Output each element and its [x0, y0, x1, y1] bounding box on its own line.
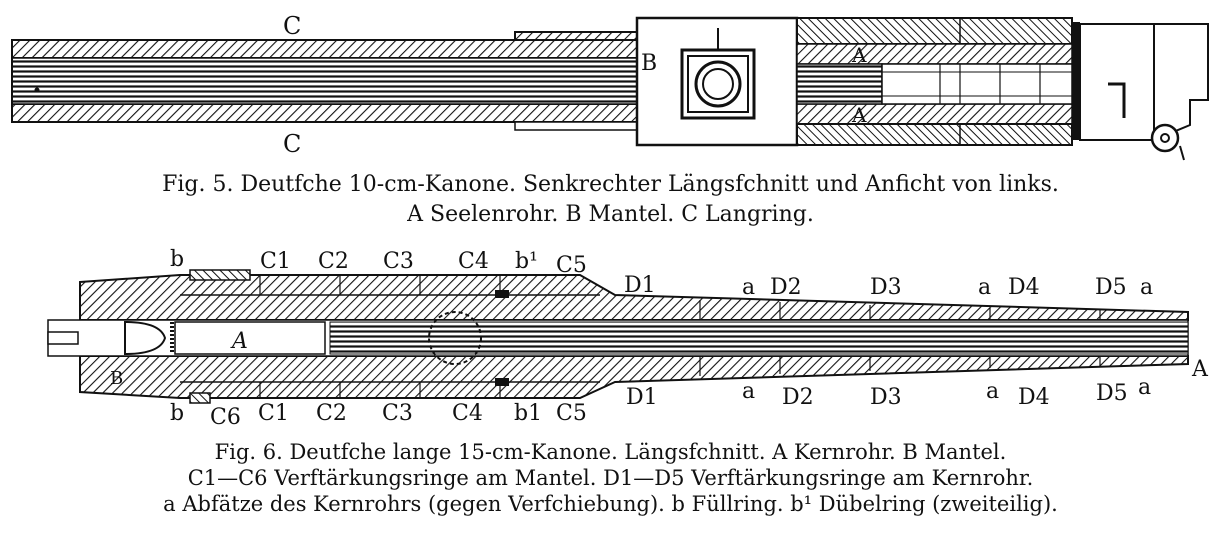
fig5-mantle: [514, 16, 799, 147]
fig6-caption-line2: C1—C6 Verftärkungsringe am Mantel. D1—D5…: [187, 466, 1034, 490]
fig6-label-a-inner: A: [230, 329, 248, 354]
fig5-label-b: B: [641, 51, 657, 76]
fig6-label-d2-top: D2: [770, 275, 802, 300]
fig6-labels: b C1 C2 C3 C4 b¹ C5 D1 a D2 D3 a D4 D5 a…: [110, 247, 1209, 430]
fig6-label-c5-bot: C5: [556, 401, 587, 426]
fig6-label-b1-top: b¹: [515, 249, 538, 274]
fig6-label-b-top: b: [170, 247, 184, 272]
fig5-label-a-bottom: A: [851, 103, 867, 127]
fig6-label-c2-bot: C2: [316, 401, 347, 426]
fig6-label-d4-top: D4: [1008, 275, 1040, 300]
fig6-label-a-muzzle: A: [1191, 357, 1209, 382]
fig6-label-c3-top: C3: [383, 249, 414, 274]
fig6-caption-line1: Fig. 6. Deutfche lange 15-cm-Kanone. Län…: [214, 440, 1007, 464]
fig6-label-c4-bot: C4: [452, 401, 483, 426]
fig6-label-c4-top: C4: [458, 249, 489, 274]
fig5-label-c-bottom: C: [283, 130, 301, 158]
fig5-label-c-top: C: [283, 12, 301, 40]
fig6-gun-diagram: b C1 C2 C3 C4 b¹ C5 D1 a D2 D3 a D4 D5 a…: [47, 247, 1209, 430]
fig5-caption-line2: A Seelenrohr. B Mantel. C Langring.: [407, 202, 814, 227]
fig6-label-a1-bot: a: [742, 379, 755, 404]
fig5-breech: [796, 17, 1209, 161]
fig6-label-d3-top: D3: [870, 275, 902, 300]
fig6-label-d1-top: D1: [624, 273, 656, 298]
fig6-label-a1-top: a: [742, 275, 755, 300]
fig6-label-d5-bot: D5: [1096, 381, 1128, 406]
fig6-label-c3-bot: C3: [382, 401, 413, 426]
fig6-label-a3-top: a: [1140, 275, 1153, 300]
fig5-label-a-top: A: [851, 43, 867, 67]
fig6-label-c5-top: C5: [556, 253, 587, 278]
fig5-caption-line1: Fig. 5. Deutfche 10-cm-Kanone. Senkrecht…: [162, 172, 1059, 197]
fig6-label-b1-bot: b1: [514, 401, 542, 426]
fig6-label-d2-bot: D2: [782, 385, 814, 410]
fig6-label-d5-top: D5: [1095, 275, 1127, 300]
fig6-label-d3-bot: D3: [870, 385, 902, 410]
fig6-label-c1-top: C1: [260, 249, 291, 274]
fig6-label-a2-bot: a: [986, 379, 999, 404]
fig6-label-b-bot: b: [170, 401, 184, 426]
fig6-caption-line3: a Abfätze des Kernrohrs (gegen Verfchieb…: [163, 492, 1058, 516]
fig6-label-b-breech: B: [110, 368, 123, 389]
fig6-label-d1-bot: D1: [626, 385, 658, 410]
fig6-label-a3-bot: a: [1138, 375, 1151, 400]
fig6-label-c1-bot: C1: [258, 401, 289, 426]
fig6-label-c2-top: C2: [318, 249, 349, 274]
fig5-gun-diagram: C C B A A: [11, 12, 1209, 161]
fig6-mantle: [47, 269, 1189, 404]
fig6-label-a2-top: a: [978, 275, 991, 300]
fig6-label-c6-bot: C6: [210, 405, 241, 430]
fig6-label-d4-bot: D4: [1018, 385, 1050, 410]
